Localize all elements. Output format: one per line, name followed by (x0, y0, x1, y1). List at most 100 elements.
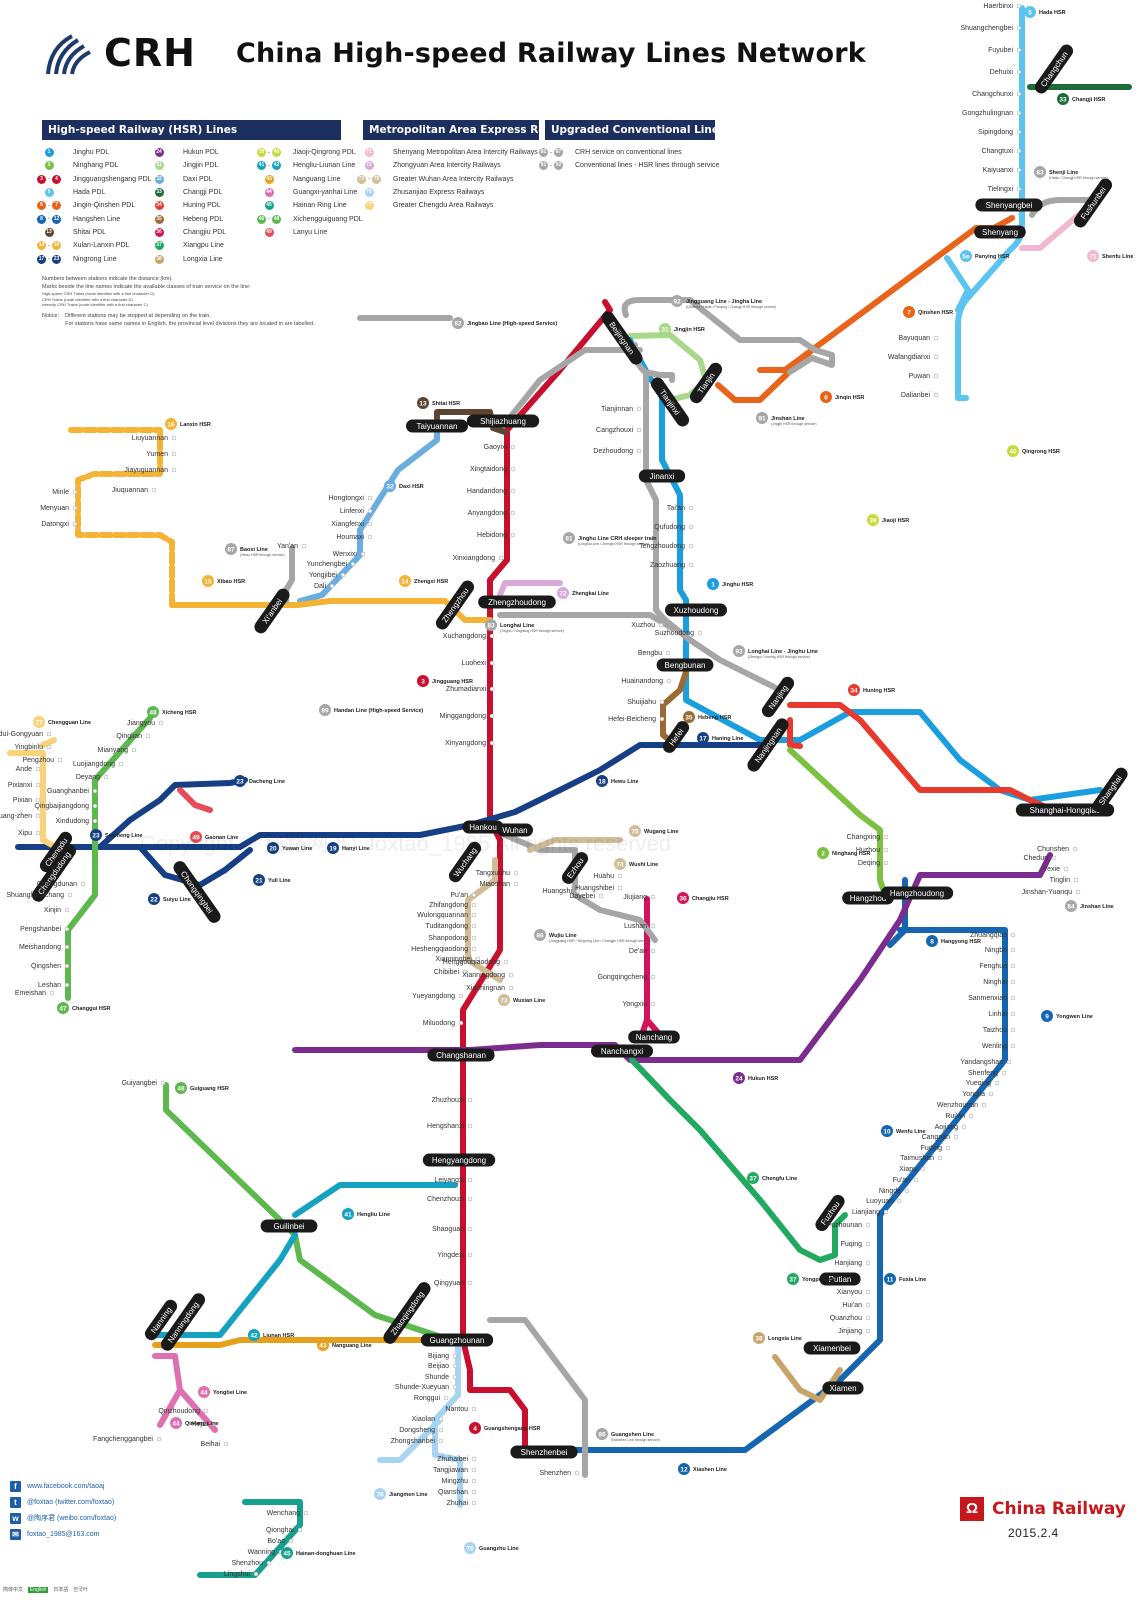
station[interactable]: Xiaolan (412, 1416, 444, 1423)
station[interactable]: Bayuquan (898, 335, 939, 342)
station[interactable]: Wenxixi (333, 551, 366, 558)
station[interactable]: Yexie (1043, 866, 1069, 873)
station[interactable]: Qinglian (116, 733, 151, 740)
weibo-link[interactable]: @陶序君 (weibo.com/foxtao) (27, 1515, 117, 1522)
station[interactable]: Fuyubei (988, 47, 1022, 54)
station[interactable]: Shunde (425, 1374, 458, 1381)
station[interactable]: Handandong (467, 488, 516, 495)
hub-station[interactable]: Hangzhou (842, 891, 894, 905)
station[interactable]: Anyangdong (468, 510, 516, 517)
station[interactable]: Jiayuguannan (124, 467, 177, 474)
station[interactable]: Aojiang (935, 1124, 967, 1131)
station[interactable]: Deyang (76, 774, 109, 781)
station[interactable]: Xinjin (44, 907, 70, 914)
station[interactable]: Luojiangdong (73, 761, 124, 768)
station[interactable]: Dehuixi (990, 69, 1022, 76)
station[interactable]: Minggangdong (440, 713, 495, 720)
hub-station[interactable]: Wuhan (497, 823, 533, 837)
station[interactable]: Liduí-Gongyuan (0, 731, 52, 738)
hub-station[interactable]: Guangzhounan (420, 1333, 494, 1347)
station[interactable]: Shenfeng (968, 1070, 1007, 1077)
station[interactable]: Rui'an (945, 1113, 974, 1120)
station[interactable]: Miluodong (423, 1020, 464, 1027)
station[interactable]: Fangchenggangbei (93, 1436, 162, 1443)
station[interactable]: Tielingxi (988, 186, 1022, 193)
station[interactable]: Fu'an (893, 1177, 919, 1184)
station[interactable]: Xinxiangdong (453, 555, 504, 562)
station[interactable]: Hepu (191, 1421, 217, 1428)
station[interactable]: Luoyuan (866, 1198, 902, 1205)
hub-station[interactable]: Chongqingbei (171, 859, 223, 926)
station[interactable]: Hengshanxi (427, 1123, 473, 1130)
station[interactable]: Tuditangdong (425, 923, 477, 930)
hub-station[interactable]: Changshanan (427, 1048, 495, 1062)
station[interactable]: Luohexi (461, 660, 495, 667)
hub-station[interactable]: Shenyangbei (975, 198, 1043, 212)
facebook-link[interactable]: www.facebook.com/taoaj (27, 1482, 105, 1490)
station[interactable]: Fuding (921, 1145, 951, 1152)
station[interactable]: Hebidong (477, 532, 516, 539)
station[interactable]: Jiuquannan (112, 487, 157, 494)
hub-station[interactable]: Shenzhenbei (510, 1445, 578, 1459)
station[interactable]: Linhai (988, 1011, 1016, 1018)
station[interactable]: Nantou (445, 1406, 477, 1413)
station[interactable]: Jiangyou (127, 720, 164, 727)
station[interactable]: Tengzhoudong (639, 543, 694, 550)
station[interactable]: Guanghanbei (47, 788, 98, 795)
station[interactable]: Shaoguan (432, 1226, 473, 1233)
station[interactable]: Qingshen (31, 963, 70, 970)
station[interactable]: Pengshanbei (20, 926, 70, 933)
station[interactable]: Jinshan-Yuanqu (1022, 889, 1081, 896)
station[interactable]: Tangjiawan (433, 1467, 477, 1474)
station[interactable]: Xuzhou (631, 622, 664, 629)
station[interactable]: Bijiang (428, 1353, 458, 1360)
station[interactable]: Tianjinnan (601, 406, 642, 413)
station[interactable]: Dayebei (569, 893, 604, 900)
station[interactable]: Emeishan (15, 990, 55, 997)
hub-station[interactable]: Zhengzhoudong (478, 595, 556, 609)
station[interactable]: Chengdunan (37, 881, 86, 888)
station[interactable]: Xipu (18, 830, 41, 837)
station[interactable]: Hongtongxi (329, 495, 373, 502)
station[interactable]: Yueqing (966, 1080, 1000, 1087)
station[interactable]: Mingzhu (442, 1478, 477, 1485)
station[interactable]: Zhongshanbei (391, 1438, 444, 1445)
station[interactable]: Dongsheng (399, 1427, 444, 1434)
station[interactable]: De'an (629, 948, 656, 955)
station[interactable]: Shanpodong (428, 935, 477, 942)
station[interactable]: Xianningbei (435, 956, 481, 963)
station[interactable]: Xianningnan (466, 985, 514, 992)
station[interactable]: Minle (52, 489, 78, 496)
station[interactable]: Hanjiang (834, 1260, 871, 1267)
station[interactable]: Qinzhoudong (158, 1408, 209, 1415)
station[interactable]: Shunde-Xueyuan (395, 1384, 458, 1391)
hub-station[interactable]: Taiyuannan (406, 419, 468, 433)
hub-station[interactable]: Xiamen (822, 1381, 864, 1395)
station[interactable]: Dalianbei (901, 392, 939, 399)
